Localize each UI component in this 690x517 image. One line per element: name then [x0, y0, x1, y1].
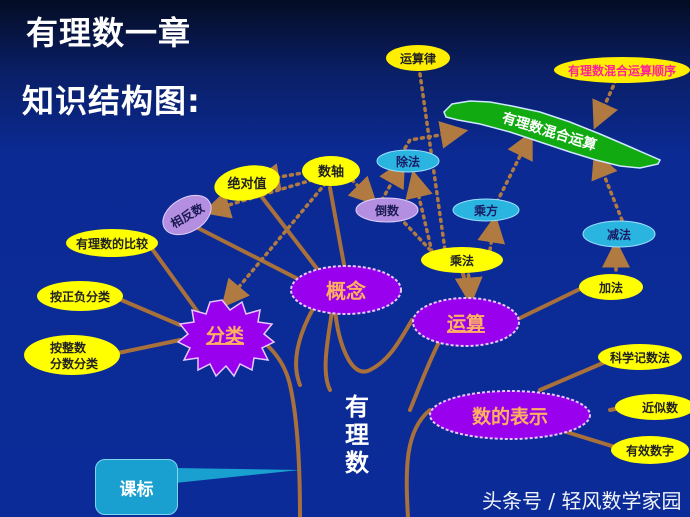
tree-branches: [110, 186, 622, 517]
node-addition[interactable]: 加法: [579, 274, 643, 300]
node-scientific-notation[interactable]: 科学记数法: [598, 344, 682, 370]
svg-text:有效数字: 有效数字: [626, 443, 674, 458]
svg-text:运算: 运算: [447, 312, 485, 335]
svg-text:加法: 加法: [598, 280, 623, 295]
node-multiplication[interactable]: 乘法: [421, 247, 503, 273]
svg-text:科学记数法: 科学记数法: [610, 350, 670, 365]
node-division[interactable]: 除法: [376, 149, 440, 173]
node-integer-fraction-classification[interactable]: 按整数 分数分类: [24, 335, 120, 375]
svg-text:绝对值: 绝对值: [227, 176, 266, 192]
svg-text:按正负分类: 按正负分类: [50, 289, 111, 304]
node-number-representation[interactable]: 数的表示: [429, 390, 591, 440]
node-operations[interactable]: 运算: [412, 297, 520, 347]
chapter-title: 有理数一章: [26, 14, 192, 52]
node-subtraction[interactable]: 减法: [582, 220, 656, 248]
watermark: 头条号 / 轻风数学家园: [482, 489, 682, 513]
svg-text:数的表示: 数的表示: [472, 405, 548, 428]
node-classification[interactable]: 分类: [176, 299, 276, 378]
node-sign-classification[interactable]: 按正负分类: [37, 281, 123, 311]
node-concept[interactable]: 概念: [290, 265, 402, 315]
diagram-title: 知识结构图:: [22, 82, 201, 120]
svg-text:按整数: 按整数: [50, 340, 87, 355]
svg-text:乘法: 乘法: [449, 253, 474, 268]
svg-text:运算律: 运算律: [400, 51, 436, 66]
svg-text:有理数的比较: 有理数的比较: [76, 236, 148, 251]
svg-text:分类: 分类: [206, 324, 244, 347]
callout-pointer: [175, 468, 300, 483]
node-significant-figures[interactable]: 有效数字: [611, 436, 689, 464]
svg-text:近似数: 近似数: [642, 400, 679, 415]
node-exponentiation[interactable]: 乘方: [452, 198, 520, 222]
node-number-line[interactable]: 数轴: [302, 156, 360, 186]
node-operation-laws[interactable]: 运算律: [386, 45, 450, 71]
trunk-label: 有理数: [345, 393, 369, 477]
svg-text:概念: 概念: [326, 279, 366, 303]
svg-text:除法: 除法: [396, 154, 420, 169]
svg-text:倒数: 倒数: [374, 203, 400, 218]
svg-text:数轴: 数轴: [318, 164, 344, 180]
node-mixed-operations[interactable]: 有理数混合运算: [443, 100, 662, 169]
curriculum-standard-callout[interactable]: 课标: [95, 459, 178, 515]
svg-text:乘方: 乘方: [473, 203, 498, 218]
svg-text:减法: 减法: [607, 227, 631, 242]
svg-text:分数分类: 分数分类: [50, 356, 99, 371]
svg-text:有理数混合运算顺序: 有理数混合运算顺序: [568, 63, 676, 78]
node-operation-order[interactable]: 有理数混合运算顺序: [554, 57, 690, 83]
node-reciprocal[interactable]: 倒数: [355, 197, 419, 223]
node-opposite-number[interactable]: 相反数: [156, 187, 218, 242]
node-absolute-value[interactable]: 绝对值: [212, 161, 283, 206]
node-number-comparison[interactable]: 有理数的比较: [66, 229, 158, 257]
node-approximate-number[interactable]: 近似数: [615, 394, 690, 420]
